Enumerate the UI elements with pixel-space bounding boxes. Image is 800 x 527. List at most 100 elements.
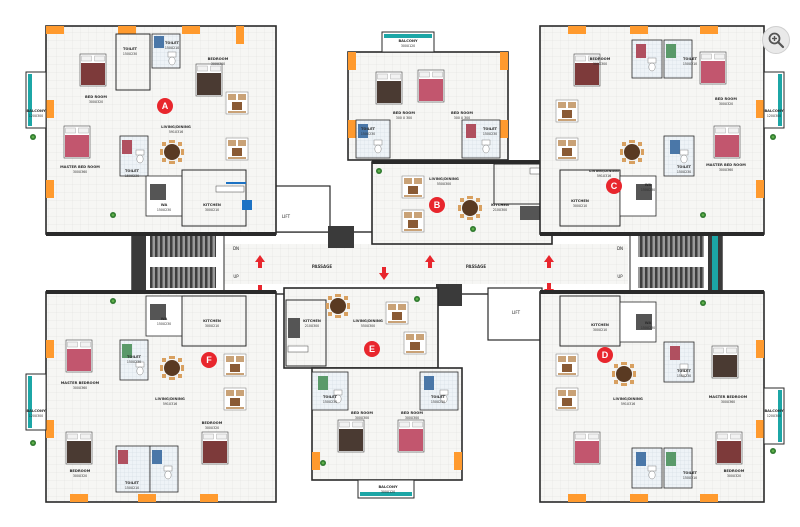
unit-b-toilet-1-label: TOILET	[361, 127, 376, 131]
unit-b-bed-2-label: BED ROOM	[451, 111, 473, 115]
unit-f-kitchen-label: KITCHEN	[203, 319, 221, 323]
unit-d-balcony-label: BALCONY	[764, 409, 784, 413]
unit-f-marker-label: F	[206, 355, 212, 365]
unit-d-master-label: MASTER BEDROOM	[709, 395, 748, 399]
unit-a	[25, 25, 277, 236]
unit-f-toilet-1-label: TOILET	[127, 355, 142, 359]
unit-d-wa-size: 150X230	[641, 326, 655, 330]
up-label-left: UP	[233, 274, 239, 279]
unit-a-kitchen-label: KITCHEN	[203, 203, 221, 207]
unit-e-balcony-label: BALCONY	[378, 485, 398, 489]
unit-c-wa-label: WA	[645, 183, 652, 187]
unit-c-bed-1-label: BEDROOM	[590, 57, 611, 61]
unit-d	[539, 290, 785, 503]
unit-a-toilet-2-label: TOILET	[165, 41, 180, 45]
unit-d-kitchen-label: KITCHEN	[591, 323, 609, 327]
unit-a-balcony-label: BALCONY	[26, 109, 46, 113]
unit-a-toilet-2-size: 150X210	[165, 46, 179, 50]
unit-e-kitchen-label: KITCHEN	[303, 319, 321, 323]
unit-a-toilet-1-size: 150X230	[123, 52, 137, 56]
unit-c-living-label: LIVING/DINING	[589, 169, 619, 173]
dn-label-left: DN	[233, 246, 239, 251]
unit-c-balcony-size: 120X300	[767, 114, 781, 118]
unit-a-toilet-3-label: TOILET	[125, 169, 140, 173]
unit-c-wa-size: 150X230	[641, 188, 655, 192]
unit-b-bed-1-label: BED ROOM	[393, 111, 415, 115]
unit-f	[25, 290, 277, 503]
arrow-down-3	[544, 283, 554, 296]
unit-c-bed-2-label: BED ROOM	[715, 97, 737, 101]
unit-b-bed-2-size: 300 X 300	[454, 116, 470, 120]
unit-e-toilet-2-label: TOILET	[431, 395, 446, 399]
unit-b-living-label: LIVING/DINING	[429, 177, 459, 181]
unit-a-balcony-size: 120X300	[29, 114, 43, 118]
unit-a-bed-1-size: 300X300	[211, 62, 225, 66]
unit-a-bed-2-label: BED ROOM	[85, 95, 107, 99]
unit-b-kitchen-size: 210X300	[493, 208, 507, 212]
unit-d-living-label: LIVING/DINING	[613, 397, 643, 401]
unit-e-living-label: LIVING/DINING	[353, 319, 383, 323]
unit-e	[283, 287, 463, 499]
unit-a-marker	[157, 98, 173, 114]
unit-b-balcony-size: 300X120	[401, 44, 415, 48]
unit-b	[347, 31, 553, 245]
unit-c-bed-2-size: 300X320	[719, 102, 733, 106]
unit-c-toilet-2-size: 150X230	[677, 170, 691, 174]
unit-f-bed-1-label: BEDROOM	[202, 421, 223, 425]
unit-b-toilet-2-size: 150X230	[483, 132, 497, 136]
unit-d-toilet-1-size: 150X230	[677, 374, 691, 378]
zoom-in-icon	[768, 32, 785, 49]
passage-label-right: PASSAGE	[466, 264, 487, 269]
unit-d-bed-1-label: BEDROOM	[724, 469, 745, 473]
unit-c-master-size: 300X360	[719, 168, 733, 172]
unit-e-living-size: 550X300	[361, 324, 375, 328]
unit-e-bed-2-size: 300X300	[405, 416, 419, 420]
unit-d-marker	[597, 347, 613, 363]
arrow-up-3	[544, 255, 554, 268]
unit-b-marker	[429, 197, 445, 213]
unit-f-bed-2-label: BEDROOM	[70, 469, 91, 473]
unit-d-master-size: 300X360	[721, 400, 735, 404]
unit-f-balcony-label: BALCONY	[26, 409, 46, 413]
unit-e-bed-2-label: BED ROOM	[401, 411, 423, 415]
unit-b-toilet-2-label: TOILET	[483, 127, 498, 131]
unit-c-marker	[606, 178, 622, 194]
unit-f-wa-size: 150X230	[157, 322, 171, 326]
lift-label-right: LIFT	[512, 310, 521, 315]
unit-a-kitchen-size: 300X210	[205, 208, 219, 212]
unit-a-toilet-3-size: 150X230	[125, 174, 139, 178]
unit-f-living-size: 591X316	[163, 402, 177, 406]
unit-e-bed-1-size: 300X300	[355, 416, 369, 420]
unit-c-master-label: MASTER BED ROOM	[706, 163, 746, 167]
unit-e-marker	[364, 341, 380, 357]
unit-a-master-size: 300X360	[73, 170, 87, 174]
unit-c-bed-1-size: 300X300	[593, 62, 607, 66]
unit-d-toilet-1-label: TOILET	[677, 369, 692, 373]
unit-e-kitchen-size: 210X300	[305, 324, 319, 328]
stair-right	[629, 233, 723, 293]
zoom-in-button[interactable]	[762, 26, 790, 54]
up-label-right: UP	[617, 274, 623, 279]
unit-b-living-size: 550X300	[437, 182, 451, 186]
unit-c-toilet-2-label: TOILET	[677, 165, 692, 169]
unit-b-marker-label: B	[434, 200, 441, 210]
unit-f-master-size: 300X360	[73, 386, 87, 390]
arrow-up-2	[425, 255, 435, 268]
unit-c-marker-label: C	[611, 181, 618, 191]
unit-c	[539, 25, 785, 236]
unit-f-toilet-2-label: TOILET	[125, 481, 140, 485]
unit-b-balcony-label: BALCONY	[398, 39, 418, 43]
dn-label-right: DN	[617, 246, 623, 251]
unit-a-marker-label: A	[162, 101, 169, 111]
unit-c-kitchen-label: KITCHEN	[571, 199, 589, 203]
unit-f-wa-label: WA	[161, 317, 168, 321]
unit-a-living-size: 591X316	[169, 130, 183, 134]
unit-b-toilet-1-size: 150X230	[361, 132, 375, 136]
stair-left	[131, 233, 225, 293]
unit-d-kitchen-size: 300X210	[593, 328, 607, 332]
unit-d-wa-label: WA	[645, 321, 652, 325]
unit-a-bed-2-size: 300X320	[89, 100, 103, 104]
unit-f-master-label: MASTER BEDROOM	[61, 381, 100, 385]
unit-e-toilet-1-size: 150X230	[323, 400, 337, 404]
